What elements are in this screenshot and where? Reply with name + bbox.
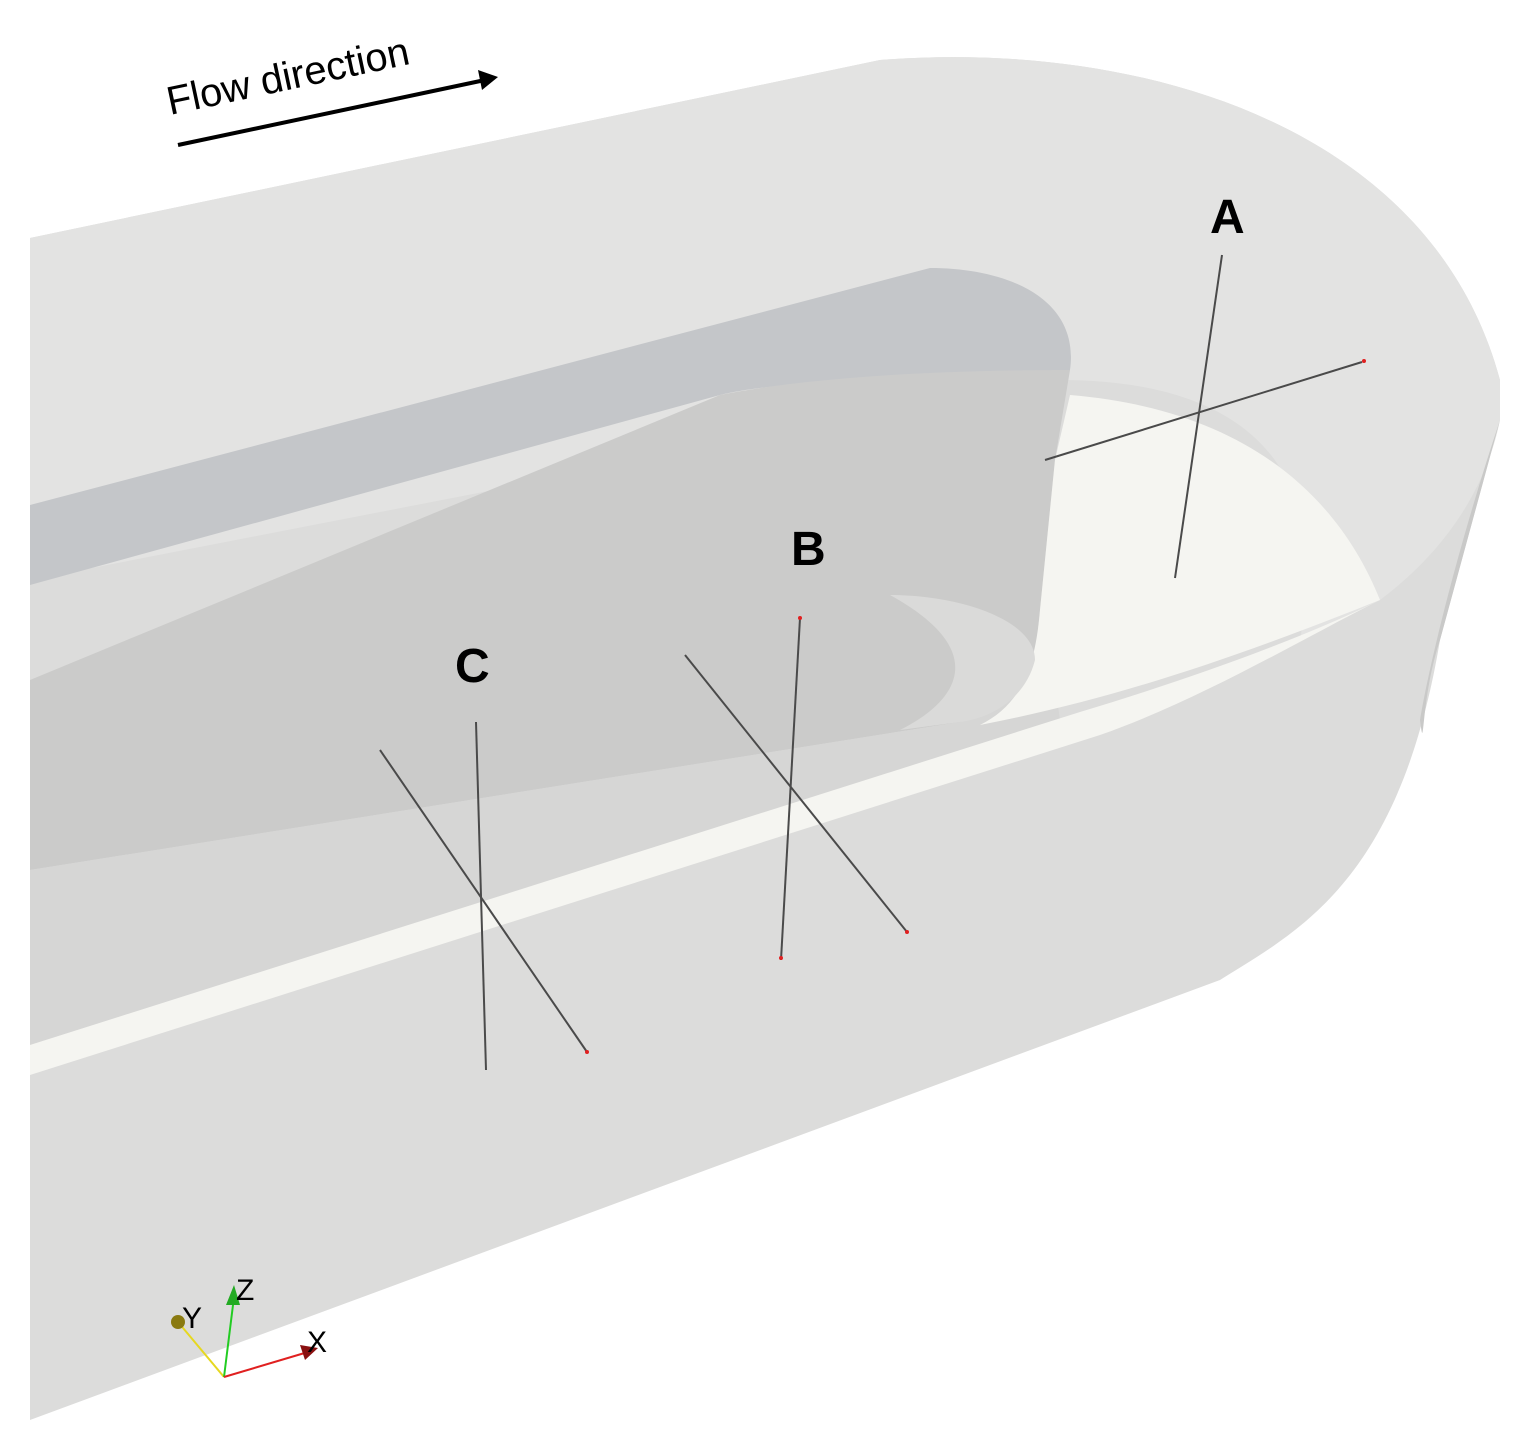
axis-z-line <box>223 1296 235 1378</box>
probe-c-diagonal <box>379 749 588 1053</box>
flow-direction-label: Flow direction <box>163 29 414 123</box>
channel-floor <box>980 395 1380 725</box>
flow-arrow-head <box>478 70 498 90</box>
probe-a-vertical <box>1174 254 1223 579</box>
probe-b-tip-diagonal <box>905 930 909 934</box>
inner-wall-side <box>30 370 1070 870</box>
floor-strip <box>30 600 1380 1075</box>
probe-b-diagonal <box>684 654 908 933</box>
inner-channel-floor-left <box>30 615 1060 1045</box>
inner-wall-top <box>30 268 1071 585</box>
axis-y-line <box>177 1321 225 1378</box>
flow-arrow-line <box>177 78 486 147</box>
probe-a-label: A <box>1210 191 1245 244</box>
axis-x-head <box>300 1345 318 1360</box>
probe-b-label: B <box>791 523 826 576</box>
probe-a-horizontal <box>1044 361 1363 461</box>
probe-a-tip <box>1362 359 1366 363</box>
probe-c-label: C <box>455 640 490 693</box>
divider-end <box>890 595 1035 730</box>
probe-c-tip <box>585 1050 589 1054</box>
axis-x-line <box>223 1351 309 1378</box>
axis-y-label: Y <box>182 1302 202 1335</box>
axis-y-head <box>171 1315 185 1329</box>
axis-z-label: Z <box>236 1274 254 1307</box>
axis-z-head <box>226 1285 240 1305</box>
axis-x-label: X <box>307 1326 327 1359</box>
probe-b-tip-top <box>798 616 802 620</box>
probe-b-vertical <box>780 617 801 961</box>
probe-b-tip-bottom <box>779 956 783 960</box>
